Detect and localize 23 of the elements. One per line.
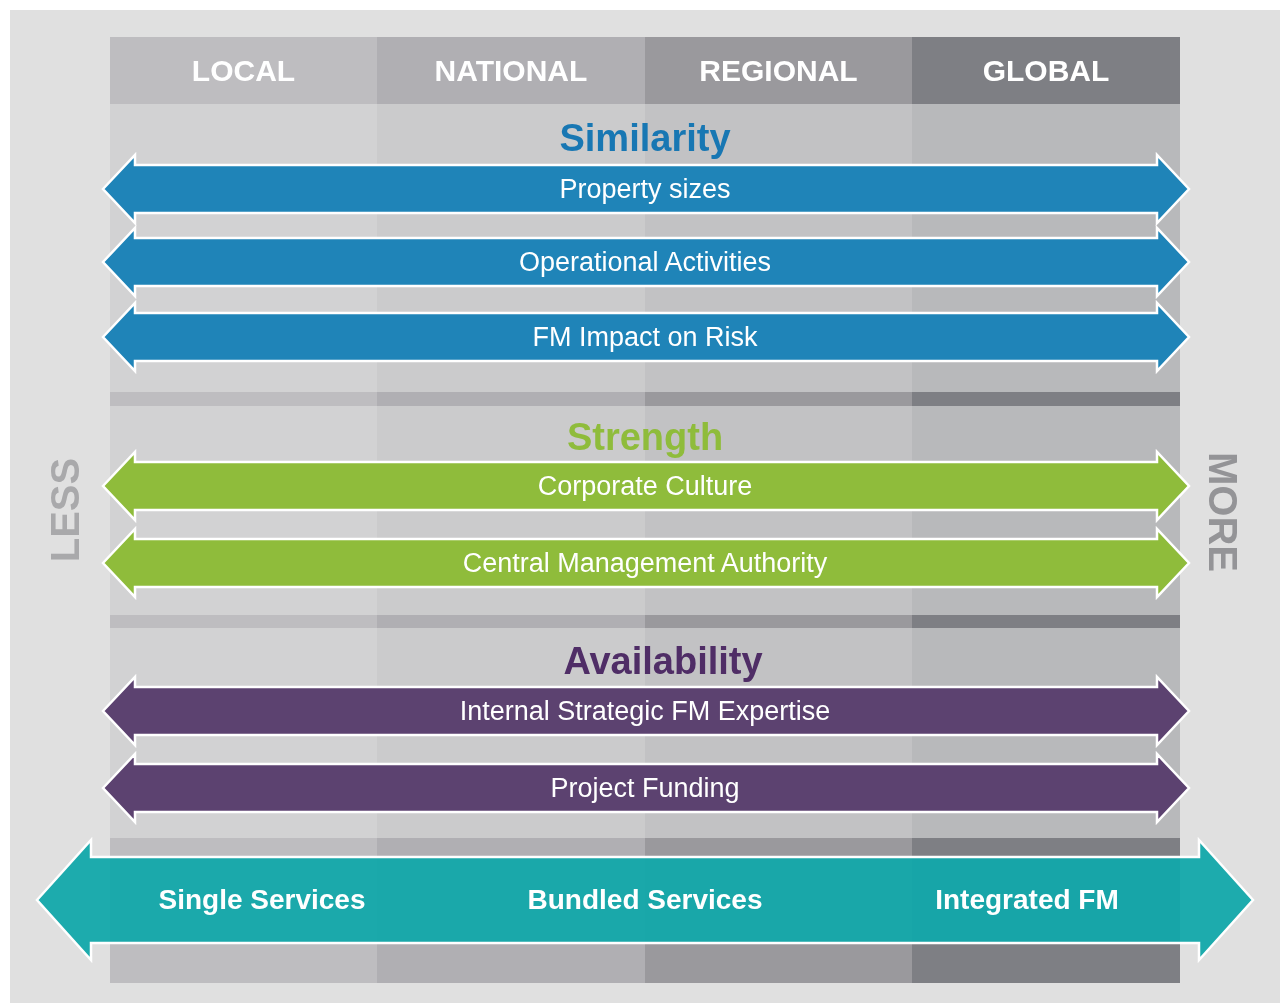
column-header: REGIONAL — [645, 37, 912, 104]
arrow-label: Bundled Services — [527, 884, 763, 916]
double-headed-banner — [103, 303, 1189, 371]
section-title: Strength — [566, 415, 724, 459]
arrow-label: Corporate Culture — [537, 470, 753, 502]
double-headed-banner — [103, 754, 1189, 822]
arrow-label: Single Services — [158, 884, 366, 916]
arrow-label: FM Impact on Risk — [532, 321, 758, 353]
arrow-label: Operational Activities — [518, 246, 772, 278]
arrow-label: Central Management Authority — [462, 547, 828, 579]
section-title: Similarity — [559, 116, 731, 160]
arrow-label: Property sizes — [559, 173, 731, 205]
arrow-label: Internal Strategic FM Expertise — [459, 695, 831, 727]
double-headed-banner — [37, 840, 1253, 960]
double-headed-banner — [103, 529, 1189, 597]
arrow-label: Project Funding — [550, 772, 740, 804]
column-header: GLOBAL — [912, 37, 1180, 104]
column-header: LOCAL — [110, 37, 377, 104]
axis-label: MORE — [1199, 452, 1245, 572]
column-header: NATIONAL — [377, 37, 645, 104]
section-title: Availability — [563, 639, 763, 683]
double-headed-banner — [103, 228, 1189, 296]
arrow-label: Integrated FM — [935, 884, 1119, 916]
